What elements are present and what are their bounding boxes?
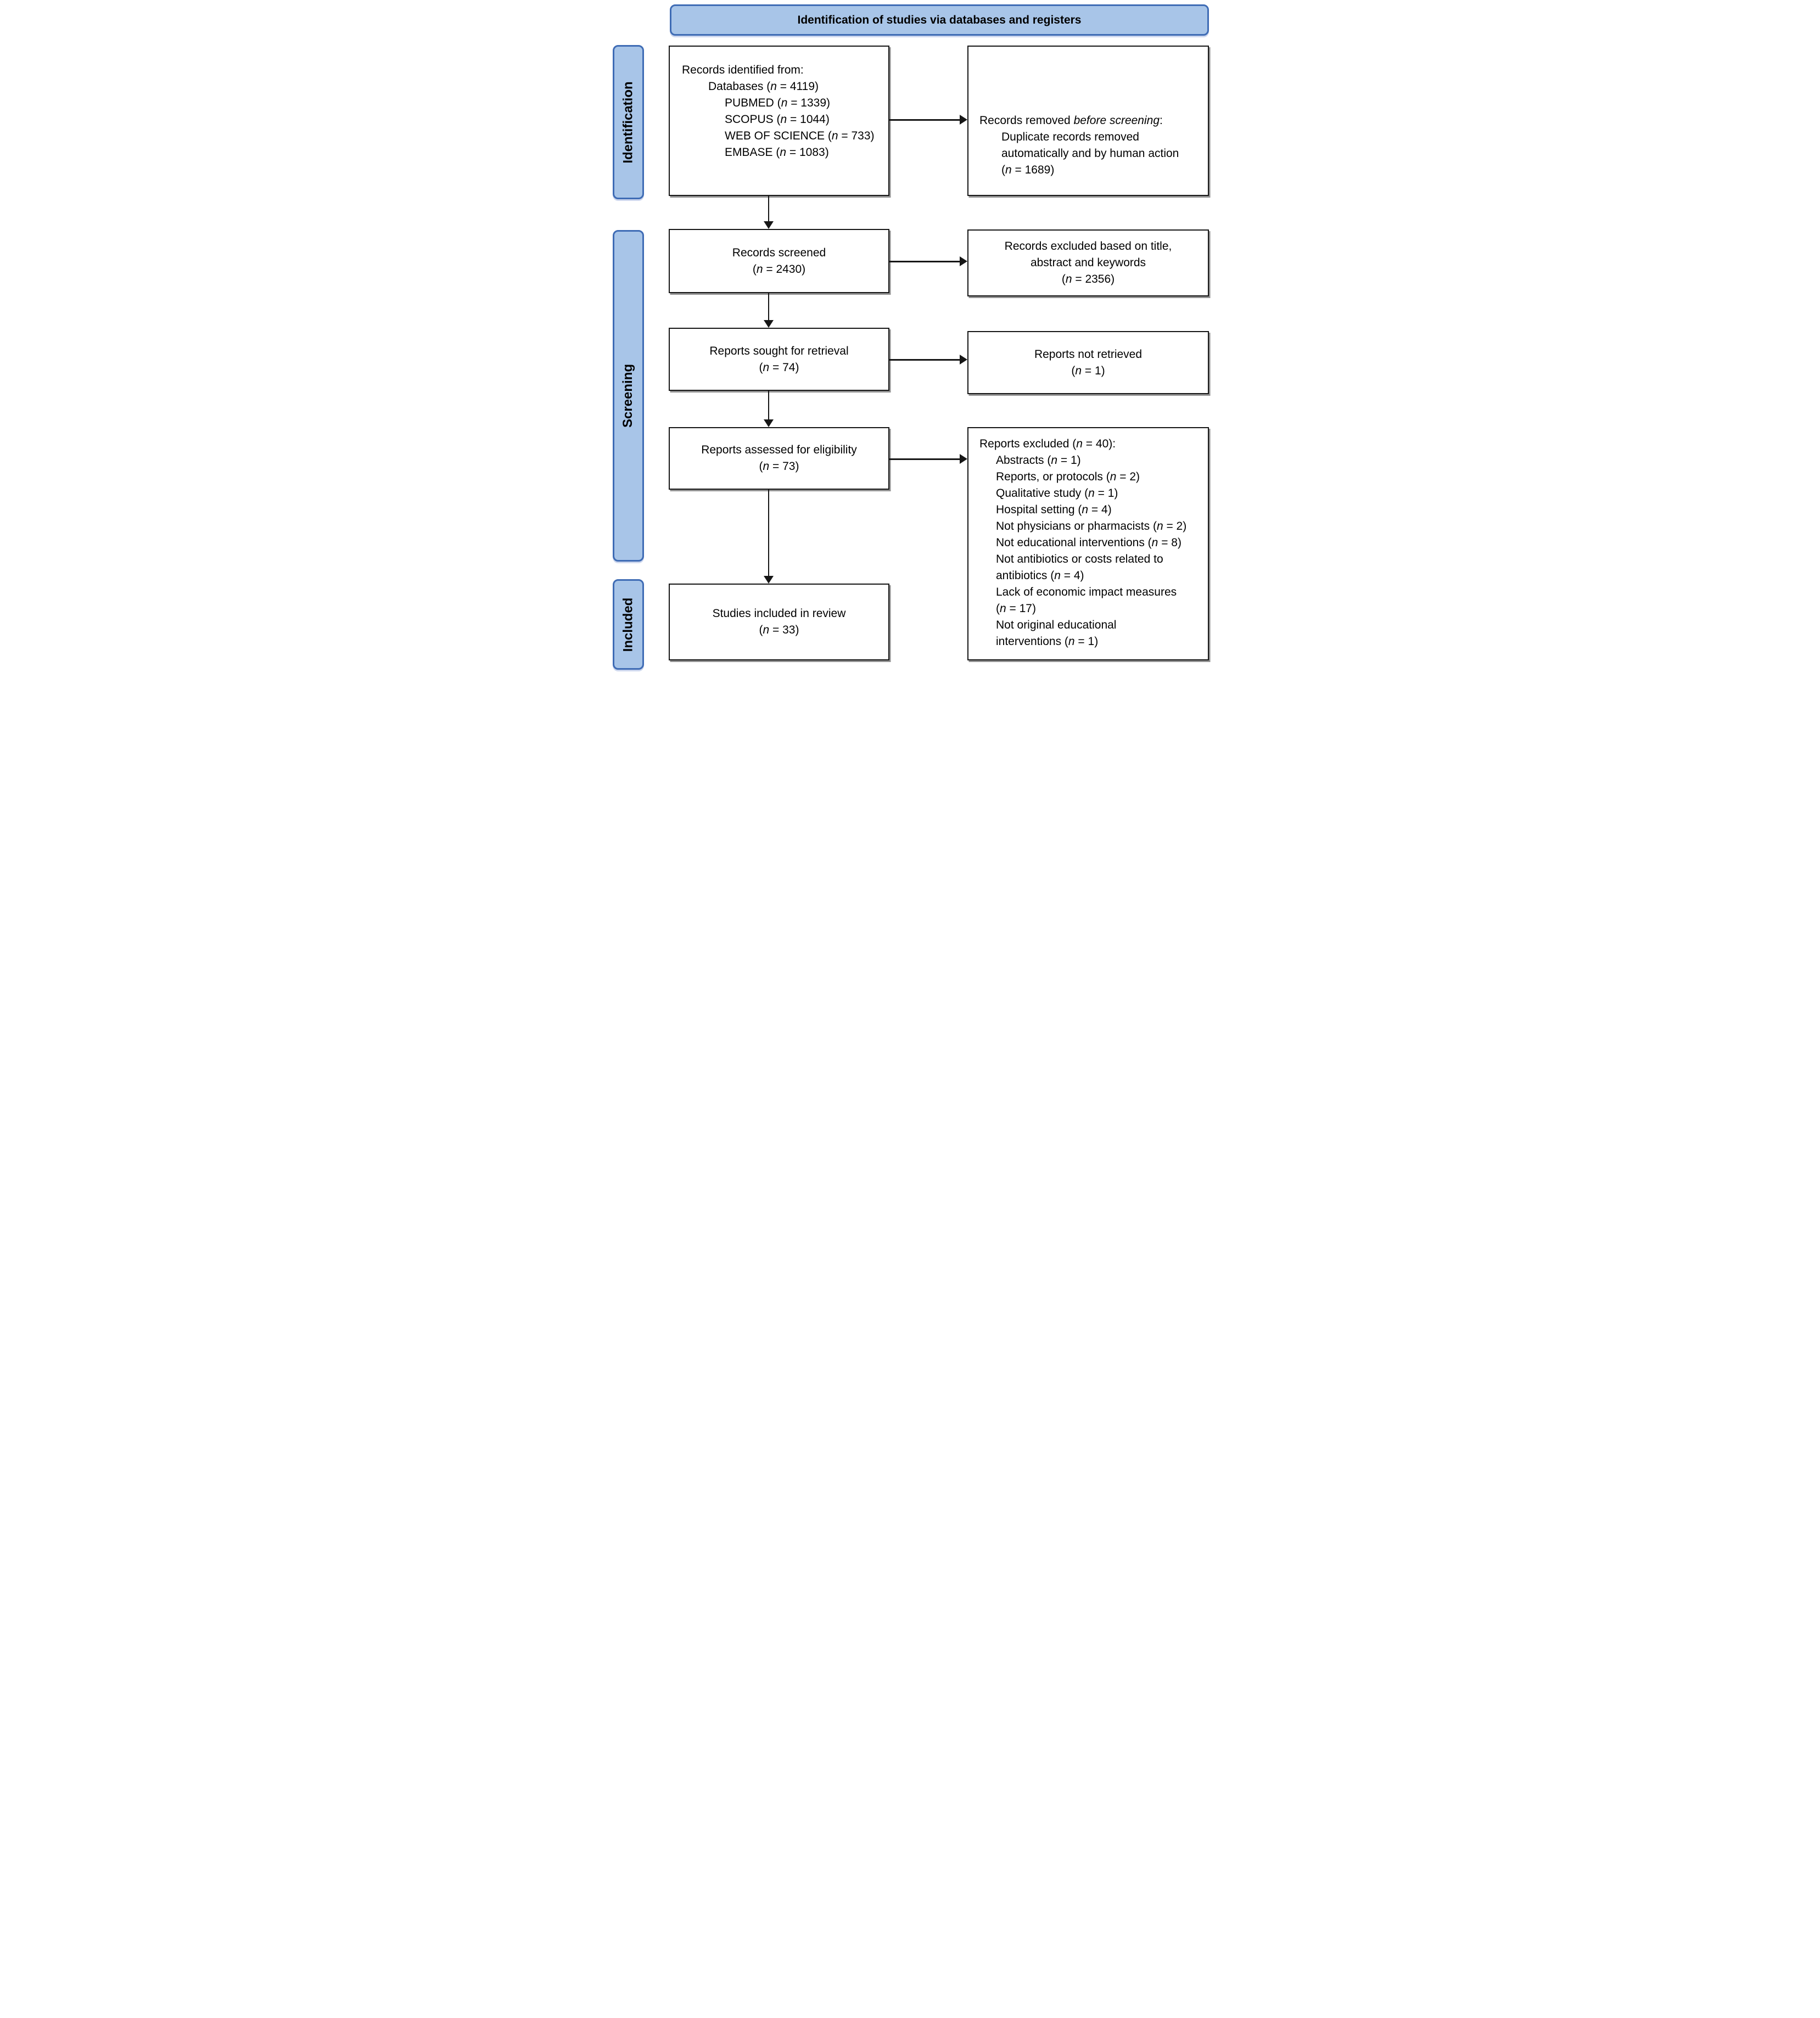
text-line: (n = 2356): [1061, 273, 1115, 285]
banner: Identification of studies via databases …: [670, 4, 1209, 36]
text-line: (n = 2430): [752, 262, 806, 276]
text-line: (n = 74): [759, 361, 799, 374]
text-line: PUBMED (n = 1339): [725, 97, 831, 109]
text-line: Reports assessed for eligibility: [701, 444, 857, 456]
arrow-assessed-to-reports-excluded: [889, 455, 967, 463]
arrow-identified-to-screened: [764, 196, 773, 229]
text-line: Reports, or protocols (n = 2): [996, 470, 1140, 483]
text-line: Not original educational: [996, 619, 1117, 631]
text-line: Not educational interventions (n = 8): [996, 536, 1181, 549]
arrow-sought-to-assessed: [764, 391, 773, 427]
text-line: SCOPUS (n = 1044): [725, 113, 830, 126]
text-line: (n = 17): [996, 602, 1036, 615]
text-line: Records removed before screening:: [979, 114, 1163, 127]
stage-label-identification-text: Identification: [620, 81, 636, 164]
text-line: Records screened: [732, 246, 826, 259]
arrow-assessed-to-included: [764, 490, 773, 584]
text-line: Abstracts (n = 1): [996, 454, 1081, 467]
text-line: automatically and by human action: [1001, 147, 1179, 160]
text-line: Not physicians or pharmacists (n = 2): [996, 520, 1187, 532]
stage-label-included-text: Included: [620, 597, 636, 652]
box-studies-included: Studies included in review (n = 33): [669, 584, 889, 660]
text-line: Hospital setting (n = 4): [996, 503, 1112, 516]
text-line: Reports excluded (n = 40):: [979, 438, 1116, 450]
text-line: WEB OF SCIENCE (n = 733): [725, 130, 875, 142]
stage-label-identification: Identification: [613, 45, 644, 199]
banner-title: Identification of studies via databases …: [797, 13, 1082, 26]
box-reports-assessed: Reports assessed for eligibility (n = 73): [669, 427, 889, 490]
text-line: Duplicate records removed: [1001, 131, 1139, 143]
stage-label-screening: Screening: [613, 230, 644, 562]
text-line: interventions (n = 1): [996, 635, 1099, 648]
text-line: Records identified from:: [682, 64, 804, 76]
text-line: Not antibiotics or costs related to: [996, 553, 1163, 565]
box-records-identified: Records identified from: Databases (n = 4…: [669, 46, 889, 196]
text-line: (n = 1): [1071, 364, 1105, 377]
prisma-flow-diagram: Identification of studies via databases …: [607, 0, 1213, 673]
box-records-excluded: Records excluded based on title, abstract…: [967, 229, 1209, 296]
text-line: Qualitative study (n = 1): [996, 487, 1118, 500]
box-records-screened: Records screened (n = 2430): [669, 229, 889, 293]
text-line: Records excluded based on title,: [1004, 240, 1172, 253]
text-line: EMBASE (n = 1083): [725, 146, 829, 159]
arrow-screened-to-sought: [764, 293, 773, 328]
arrow-sought-to-not-retrieved: [889, 355, 967, 364]
arrow-screened-to-excluded: [889, 257, 967, 266]
text-line: abstract and keywords: [1030, 256, 1146, 269]
box-reports-sought: Reports sought for retrieval (n = 74): [669, 328, 889, 391]
text-line: Studies included in review: [712, 607, 846, 620]
text-line: (n = 73): [759, 460, 799, 473]
stage-label-screening-text: Screening: [620, 363, 636, 428]
text-line: Lack of economic impact measures: [996, 586, 1177, 598]
text-line: (n = 1689): [1001, 164, 1055, 176]
stage-label-included: Included: [613, 579, 644, 670]
arrow-identified-to-removed: [889, 115, 967, 124]
box-records-removed: Records removed before screening: Duplica…: [967, 46, 1209, 196]
text-line: Databases (n = 4119): [708, 80, 819, 93]
text-line: (n = 33): [759, 624, 799, 636]
text-line: Reports sought for retrieval: [709, 344, 849, 357]
text-line: antibiotics (n = 4): [996, 569, 1084, 582]
box-reports-not-retrieved: Reports not retrieved (n = 1): [967, 331, 1209, 394]
text-line: Reports not retrieved: [1034, 347, 1143, 361]
box-reports-excluded: Reports excluded (n = 40): Abstracts (n =…: [967, 427, 1209, 660]
